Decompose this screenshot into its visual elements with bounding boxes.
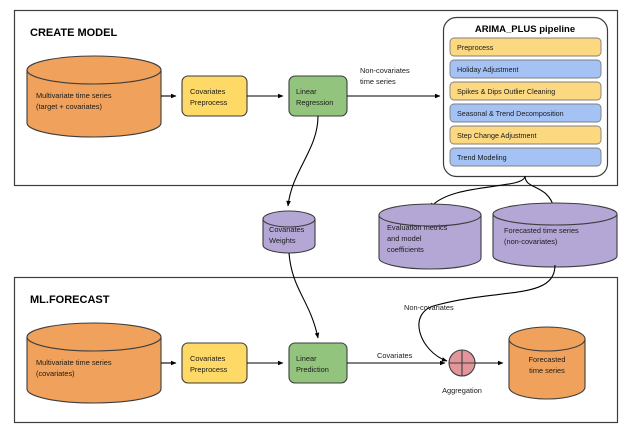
ml-forecast-source-cylinder: Multivariate time series (covariates) xyxy=(26,322,162,404)
ml-forecast-title: ML.FORECAST xyxy=(30,294,110,306)
aggregation-node xyxy=(448,349,476,377)
ml-forecast-preprocess-line1: Covariates xyxy=(190,354,226,363)
pipeline-step-label: Preprocess xyxy=(457,43,494,52)
forecasted-noncovariates-line2: (non-covariates) xyxy=(504,237,557,246)
linear-prediction-line1: Linear xyxy=(296,354,317,363)
edge-noncovariates-label-line2: time series xyxy=(360,77,396,86)
pipeline-step-seasonal-trend-decomposition: Seasonal & Trend Decomposition xyxy=(449,103,602,123)
edge-regression-to-covariates-weights xyxy=(286,115,319,207)
arima-plus-pipeline-title: ARIMA_PLUS pipeline xyxy=(475,24,575,35)
edge-covariates-label: Covariates xyxy=(377,351,413,360)
edge-non-covariates-label: Non-covariates xyxy=(404,303,454,312)
linear-regression-line1: Linear xyxy=(296,87,317,96)
pipeline-step-label: Spikes & Dips Outlier Cleaning xyxy=(457,87,555,96)
ml-forecast-output-line2: time series xyxy=(529,366,565,375)
ml-forecast-preprocess-box: Covariates Preprocess xyxy=(181,342,248,384)
linear-prediction-box: Linear Prediction xyxy=(288,342,348,384)
linear-regression-box: Linear Regression xyxy=(288,75,348,117)
pipeline-step-trend-modeling: Trend Modeling xyxy=(449,147,602,167)
linear-regression-line2: Regression xyxy=(296,98,333,107)
pipeline-step-spikes-dips-outlier-cleaning: Spikes & Dips Outlier Cleaning xyxy=(449,81,602,101)
edge-noncovariates-label-line1: Non-covariates xyxy=(360,66,410,75)
pipeline-step-label: Holiday Adjustment xyxy=(457,65,519,74)
ml-forecast-preprocess-line2: Preprocess xyxy=(190,365,228,374)
create-model-preprocess-line1: Covariates xyxy=(190,87,226,96)
aggregation-label: Aggregation xyxy=(442,386,482,395)
forecasted-noncovariates-line1: Forecasted time series xyxy=(504,226,579,235)
covariates-weights-line1: Covariates xyxy=(269,225,305,234)
create-model-source-cylinder: Multivariate time series (target + covar… xyxy=(26,55,162,138)
ml-forecast-source-line2: (covariates) xyxy=(36,369,75,378)
forecasted-noncovariates-cylinder: Forecasted time series (non-covariates) xyxy=(492,202,618,268)
pipeline-step-step-change-adjustment: Step Change Adjustment xyxy=(449,125,602,145)
evaluation-metrics-line2: and model xyxy=(387,234,422,243)
covariates-weights-cylinder: Covariates Weights xyxy=(262,210,316,254)
evaluation-metrics-cylinder: Evaluation metrics and model coefficient… xyxy=(378,203,482,270)
ml-forecast-output-line1: Forecasted xyxy=(529,355,566,364)
edge-noncovariates-to-aggregation xyxy=(418,264,556,362)
create-model-preprocess-line2: Preprocess xyxy=(190,98,228,107)
pipeline-step-preprocess: Preprocess xyxy=(449,37,602,57)
ml-forecast-output-cylinder: Forecasted time series xyxy=(508,326,586,400)
pipeline-step-label: Trend Modeling xyxy=(457,153,507,162)
linear-prediction-line2: Prediction xyxy=(296,365,329,374)
create-model-title: CREATE MODEL xyxy=(30,27,117,39)
covariates-weights-line2: Weights xyxy=(269,236,296,245)
pipeline-step-label: Seasonal & Trend Decomposition xyxy=(457,109,564,118)
pipeline-step-label: Step Change Adjustment xyxy=(457,131,537,140)
evaluation-metrics-line1: Evaluation metrics xyxy=(387,223,448,232)
edge-covariates-weights-to-prediction xyxy=(288,252,320,339)
ml-forecast-source-line1: Multivariate time series xyxy=(36,358,112,367)
create-model-preprocess-box: Covariates Preprocess xyxy=(181,75,248,117)
create-model-source-line2: (target + covariates) xyxy=(36,102,102,111)
pipeline-step-holiday-adjustment: Holiday Adjustment xyxy=(449,59,602,79)
create-model-source-line1: Multivariate time series xyxy=(36,91,112,100)
evaluation-metrics-line3: coefficients xyxy=(387,245,424,254)
edge-pipeline-to-evaluation-metrics xyxy=(429,175,526,209)
